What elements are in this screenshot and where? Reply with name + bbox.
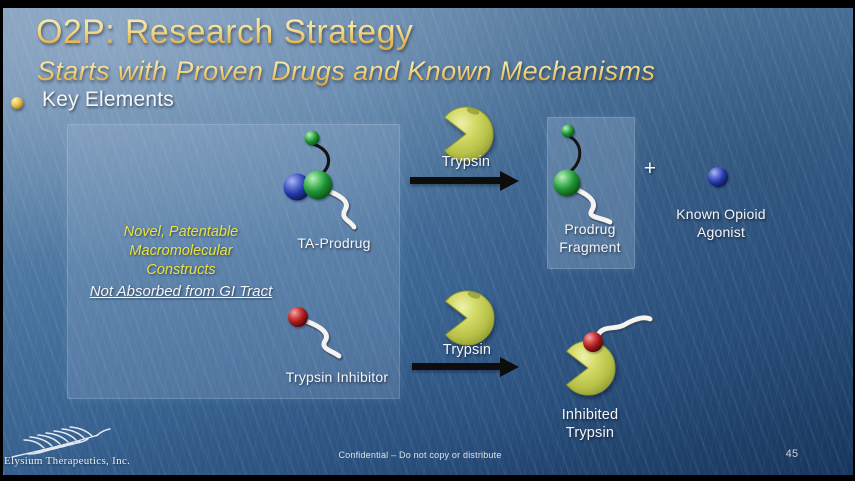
ta-prodrug-label: TA-Prodrug [297, 235, 371, 251]
prodrug-fragment-label: Prodrug Fragment [545, 220, 635, 256]
note-line: Macromolecular [129, 243, 233, 259]
known-opioid-line1: Known Opioid [676, 206, 766, 222]
note-underlined-line: Not Absorbed from GI Tract [89, 283, 273, 300]
gold-sphere-bullet-icon [11, 97, 23, 109]
page-number: 45 [785, 448, 799, 460]
inhibited-trypsin-line1: Inhibited [561, 407, 619, 423]
note-line: Constructs [146, 262, 216, 278]
arrow-right-bottom-icon [412, 363, 500, 370]
background-texture [3, 8, 853, 475]
page-title: O2P: Research Strategy [36, 13, 414, 51]
trypsin-inhibitor-label: Trypsin Inhibitor [285, 369, 389, 385]
slide-background [3, 8, 853, 475]
arrow-right-top-icon [410, 177, 500, 184]
plus-sign: + [643, 157, 657, 180]
note-line: Novel, Patentable [123, 224, 239, 240]
section-heading: Key Elements [42, 88, 174, 111]
prodrug-fragment-line1: Prodrug [564, 221, 616, 237]
company-name: Elysium Therapeutics, Inc. [4, 455, 131, 467]
known-opioid-label: Known Opioid Agonist [646, 205, 796, 241]
known-opioid-line2: Agonist [696, 224, 746, 240]
note-box: Novel, Patentable Macromolecular Constru… [75, 223, 287, 302]
inhibited-trypsin-label: Inhibited Trypsin [528, 406, 652, 442]
trypsin-top-label: Trypsin [441, 154, 491, 170]
confidential-notice: Confidential – Do not copy or distribute [338, 450, 502, 460]
prodrug-fragment-line2: Fragment [559, 239, 621, 255]
key-elements-panel [67, 124, 400, 399]
inhibited-trypsin-line2: Trypsin [565, 425, 615, 441]
page-subtitle: Starts with Proven Drugs and Known Mecha… [37, 56, 656, 86]
trypsin-bottom-label: Trypsin [442, 342, 492, 358]
